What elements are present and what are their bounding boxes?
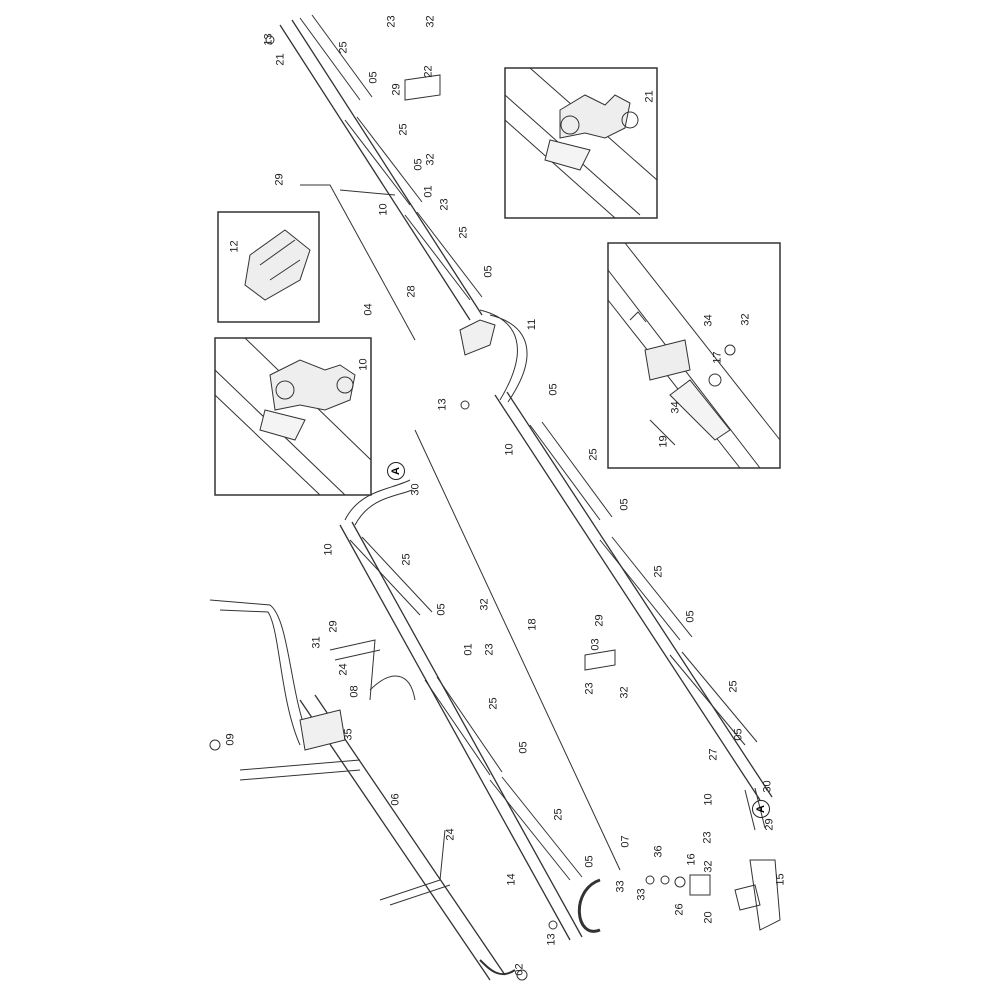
part-callout: 05 <box>435 603 448 616</box>
part-callout: 14 <box>505 873 518 886</box>
part-callout: 25 <box>587 448 600 461</box>
part-callout: 29 <box>593 614 606 627</box>
part-callout: 10 <box>322 543 335 556</box>
part-callout: 21 <box>643 90 656 103</box>
part-callout: 28 <box>405 285 418 298</box>
part-callout: 25 <box>652 565 665 578</box>
detail-box-10 <box>214 337 372 496</box>
part-callout: 25 <box>727 680 740 693</box>
part-callout: 05 <box>732 728 745 741</box>
part-callout: 10 <box>503 443 516 456</box>
detail-box-17 <box>607 242 781 469</box>
part-callout: 11 <box>526 318 539 331</box>
part-callout: 24 <box>444 828 457 841</box>
part-callout: 33 <box>635 888 648 901</box>
part-callout: 29 <box>763 818 776 831</box>
part-callout: 12 <box>228 240 241 253</box>
part-callout: 01 <box>462 643 475 656</box>
part-callout: 13 <box>545 933 558 946</box>
part-callout: 22 <box>422 65 435 78</box>
part-callout: 05 <box>367 71 380 84</box>
part-callout: 10 <box>702 793 715 806</box>
part-callout: 31 <box>310 636 323 649</box>
part-callout: 30 <box>409 483 422 496</box>
part-callout: 32 <box>618 686 631 699</box>
part-callout: 29 <box>327 620 340 633</box>
hardware-small-parts <box>209 35 781 981</box>
part-callout: 16 <box>685 853 698 866</box>
upper-boom <box>279 14 528 403</box>
part-callout: 05 <box>684 610 697 623</box>
part-callout: 08 <box>348 685 361 698</box>
middle-boom <box>494 391 773 831</box>
part-callout: 07 <box>619 835 632 848</box>
part-callout: 23 <box>483 643 496 656</box>
part-callout: 27 <box>707 748 720 761</box>
part-callout: 25 <box>397 123 410 136</box>
part-callout: 25 <box>400 553 413 566</box>
part-callout: 13 <box>262 33 275 46</box>
part-callout: 25 <box>457 226 470 239</box>
part-callout: 35 <box>342 728 355 741</box>
part-callout: 05 <box>618 498 631 511</box>
frame <box>209 599 516 981</box>
part-callout: 23 <box>385 15 398 28</box>
part-callout: 30 <box>761 780 774 793</box>
part-callout: 32 <box>739 313 752 326</box>
part-callout: 04 <box>362 303 375 316</box>
part-callout: 13 <box>436 398 449 411</box>
part-callout: 10 <box>377 203 390 216</box>
part-callout: 05 <box>547 383 560 396</box>
part-callout: 34 <box>702 314 715 327</box>
part-callout: 18 <box>526 618 539 631</box>
part-callout: 01 <box>422 185 435 198</box>
part-callout: 05 <box>583 855 596 868</box>
part-callout: 32 <box>702 860 715 873</box>
part-callout: 10 <box>357 358 370 371</box>
part-callout: 05 <box>412 158 425 171</box>
part-callout: 06 <box>389 793 402 806</box>
part-callout: 05 <box>517 741 530 754</box>
part-callout: 34 <box>669 401 682 414</box>
part-callout: 33 <box>614 880 627 893</box>
rod-18 <box>414 429 621 871</box>
part-callout: 24 <box>337 663 350 676</box>
part-callout: 09 <box>224 733 237 746</box>
part-callout: 03 <box>589 638 602 651</box>
part-callout: 23 <box>701 831 714 844</box>
part-callout: 36 <box>652 845 665 858</box>
part-callout: 25 <box>337 41 350 54</box>
part-callout: 21 <box>274 53 287 66</box>
part-callout: 26 <box>673 903 686 916</box>
part-callout: 29 <box>390 83 403 96</box>
connector-label: A <box>752 800 770 818</box>
part-callout: 25 <box>552 808 565 821</box>
part-callout: 32 <box>478 598 491 611</box>
detail-box-21 <box>504 67 658 219</box>
part-callout: 32 <box>424 15 437 28</box>
part-callout: 17 <box>711 351 724 364</box>
part-callout: 29 <box>273 173 286 186</box>
part-callout: 15 <box>774 873 787 886</box>
part-callout: 19 <box>657 435 670 448</box>
part-callout: 23 <box>583 682 596 695</box>
part-callout: 25 <box>487 697 500 710</box>
part-callout: 23 <box>438 198 451 211</box>
part-callout: 02 <box>513 963 526 976</box>
lower-boom <box>339 479 601 941</box>
part-callout: 05 <box>482 265 495 278</box>
connector-label: A <box>387 462 405 480</box>
part-callout: 20 <box>702 911 715 924</box>
detail-box-12 <box>217 211 320 323</box>
part-callout: 32 <box>424 153 437 166</box>
